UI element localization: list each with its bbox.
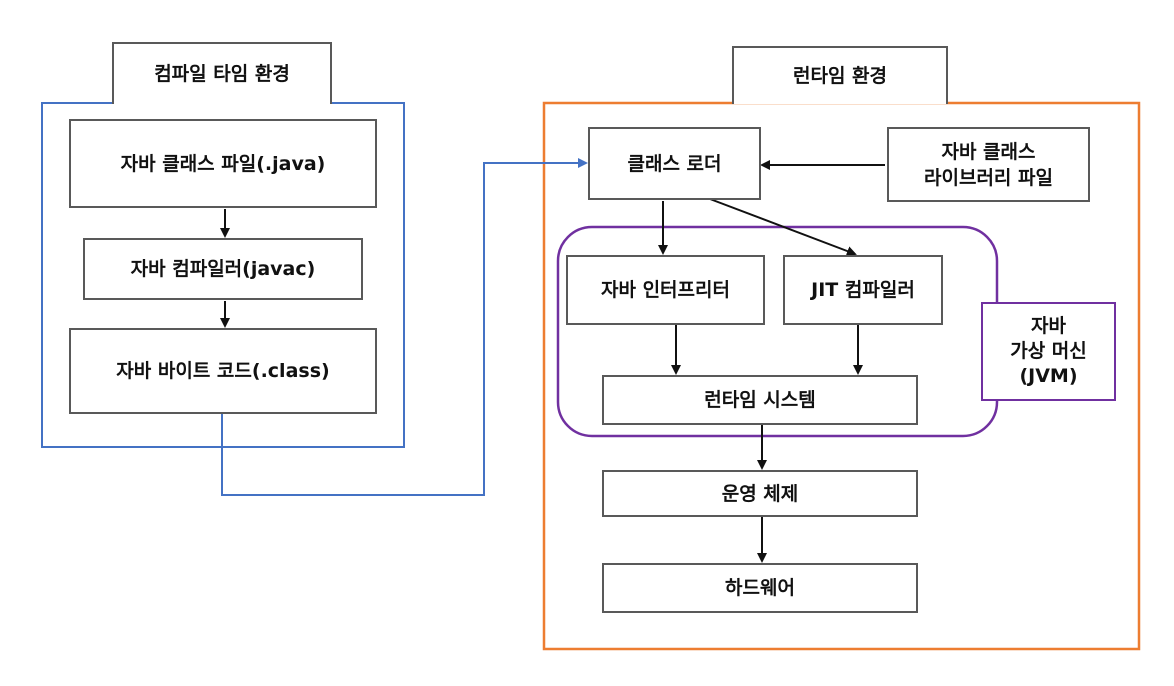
- java-compiler-box: 자바 컴파일러(javac): [83, 238, 363, 300]
- java-interpreter-box: 자바 인터프리터: [566, 255, 765, 325]
- arrow-class-loader-to-jit: [709, 198, 857, 256]
- java-bytecode-box: 자바 바이트 코드(.class): [69, 328, 377, 414]
- class-library-box: 자바 클래스 라이브러리 파일: [887, 127, 1090, 202]
- hardware-box: 하드웨어: [602, 563, 918, 613]
- runtime-env-title: 런타임 환경: [732, 46, 948, 104]
- jit-compiler-box: JIT 컴파일러: [783, 255, 943, 325]
- jvm-label-box: 자바 가상 머신 (JVM): [981, 302, 1116, 401]
- runtime-system-box: 런타임 시스템: [602, 375, 918, 425]
- operating-system-box: 운영 체제: [602, 470, 918, 517]
- java-source-file-box: 자바 클래스 파일(.java): [69, 119, 377, 208]
- class-loader-box: 클래스 로더: [588, 127, 761, 200]
- compile-env-title: 컴파일 타임 환경: [112, 42, 332, 104]
- connector-bytecode-to-class-loader: [221, 158, 588, 496]
